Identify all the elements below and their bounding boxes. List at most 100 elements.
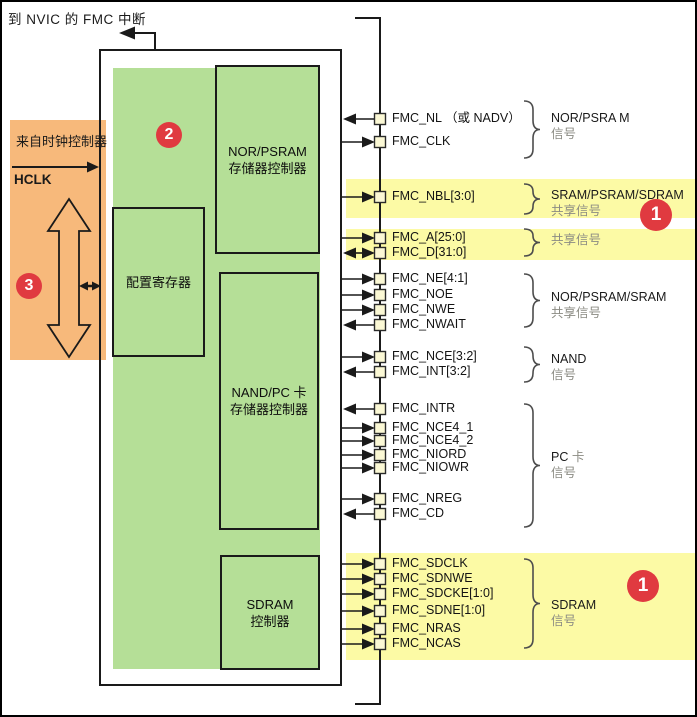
signal-label: FMC_NREG — [392, 491, 463, 505]
sdram-controller-block: SDRAM 控制器 — [220, 555, 320, 670]
signal-label: FMC_CLK — [392, 134, 451, 148]
right-arrowhead-icon — [362, 449, 375, 461]
right-arrowhead-icon — [362, 422, 375, 434]
pin-square-icon — [373, 112, 387, 126]
right-arrowhead-icon — [362, 273, 375, 285]
signal-line — [342, 350, 387, 364]
group-brace-icon — [523, 273, 541, 328]
signal-label: FMC_SDCKE[1:0] — [392, 586, 494, 600]
signal-label: FMC_SDCLK — [392, 556, 468, 570]
signal-group-label: 共享信号 — [551, 233, 602, 247]
signal-line — [343, 507, 387, 521]
right-arrowhead-icon — [362, 351, 375, 363]
hclk-label: HCLK — [14, 172, 52, 187]
signal-line — [342, 303, 387, 317]
signal-line — [342, 421, 387, 435]
signal-label: FMC_NE[4:1] — [392, 271, 468, 285]
signal-label: FMC_NWE — [392, 302, 456, 316]
left-arrowhead-icon — [343, 319, 356, 331]
sdram-controller-line1: SDRAM — [246, 596, 294, 612]
pin-square-icon — [373, 350, 387, 364]
pin-square-icon — [373, 448, 387, 462]
pin-square-icon — [373, 365, 387, 379]
signal-label: FMC_NBL[3:0] — [392, 189, 475, 203]
left-arrowhead-icon — [343, 113, 356, 125]
numbered-badge: 2 — [156, 122, 182, 148]
nvic-interrupt-arrow — [119, 26, 156, 49]
signal-label: FMC_NRAS — [392, 621, 461, 635]
pin-square-icon — [373, 402, 387, 416]
numbered-badge: 1 — [627, 570, 659, 602]
signal-label: FMC_SDNWE — [392, 571, 473, 585]
signal-label: FMC_INT[3:2] — [392, 364, 471, 378]
highlight-band-nbl — [346, 179, 695, 218]
signal-line — [343, 112, 387, 126]
signal-line — [343, 365, 387, 379]
signal-line — [342, 448, 387, 462]
signal-label: FMC_NIOWR — [392, 460, 470, 474]
clock-source-box — [10, 120, 106, 360]
pin-square-icon — [373, 507, 387, 521]
fmc-left-border-segment — [99, 120, 101, 360]
nor-psram-controller-line2: 存储器控制器 — [228, 160, 307, 176]
nor-psram-controller-line1: NOR/PSRAM — [228, 143, 307, 159]
signal-line — [342, 434, 387, 448]
pin-square-icon — [373, 135, 387, 149]
pin-square-icon — [373, 303, 387, 317]
config-registers-block: 配置寄存器 — [112, 207, 205, 357]
signal-line — [342, 288, 387, 302]
right-arrowhead-icon — [362, 435, 375, 447]
numbered-badge: 1 — [640, 199, 672, 231]
signal-label: FMC_D[31:0] — [392, 245, 467, 259]
left-arrowhead-icon — [343, 366, 356, 378]
group-brace-icon — [523, 403, 541, 528]
signal-line — [342, 492, 387, 506]
clock-source-label: 来自时钟控制器 — [16, 134, 108, 149]
signal-label: FMC_NL （或 NADV） — [392, 111, 521, 125]
pin-square-icon — [373, 492, 387, 506]
pin-square-icon — [373, 461, 387, 475]
nand-pccard-controller-line2: 存储器控制器 — [229, 402, 308, 417]
left-arrowhead-icon — [343, 403, 356, 415]
signal-line — [343, 318, 387, 332]
signal-label: FMC_CD — [392, 506, 445, 520]
signal-label: FMC_SDNE[1:0] — [392, 603, 486, 617]
nand-pccard-controller-block: NAND/PC 卡 存储器控制器 — [219, 272, 319, 530]
group-brace-icon — [523, 346, 541, 383]
pin-square-icon — [373, 288, 387, 302]
signal-label: FMC_NIORD — [392, 447, 467, 461]
signal-label: FMC_INTR — [392, 401, 456, 415]
signal-line — [342, 461, 387, 475]
signal-label: FMC_NWAIT — [392, 317, 466, 331]
signal-label: FMC_NCE[3:2] — [392, 349, 477, 363]
right-arrowhead-icon — [362, 462, 375, 474]
highlight-band-ad — [346, 229, 695, 260]
pin-square-icon — [373, 272, 387, 286]
right-arrowhead-icon — [362, 304, 375, 316]
signal-line — [342, 135, 387, 149]
signal-label: FMC_NCAS — [392, 636, 461, 650]
sdram-controller-line2: 控制器 — [250, 613, 290, 629]
nand-pccard-controller-line1: NAND/PC 卡 — [231, 385, 307, 400]
pin-square-icon — [373, 421, 387, 435]
pin-square-icon — [373, 318, 387, 332]
left-arrowhead-icon — [343, 508, 356, 520]
pin-square-icon — [373, 434, 387, 448]
signal-label: FMC_NCE4_1 — [392, 420, 474, 434]
signal-label: FMC_NCE4_2 — [392, 433, 474, 447]
group-brace-icon — [523, 100, 541, 159]
signal-line — [343, 402, 387, 416]
diagram-title: 到 NVIC 的 FMC 中断 — [8, 12, 146, 27]
config-registers-label: 配置寄存器 — [125, 274, 191, 290]
left-arrowhead-icon — [119, 26, 135, 40]
signal-label: FMC_A[25:0] — [392, 230, 466, 244]
signal-line — [342, 272, 387, 286]
signal-group-label: PC 卡信号 — [551, 450, 585, 480]
numbered-badge: 3 — [16, 273, 42, 299]
